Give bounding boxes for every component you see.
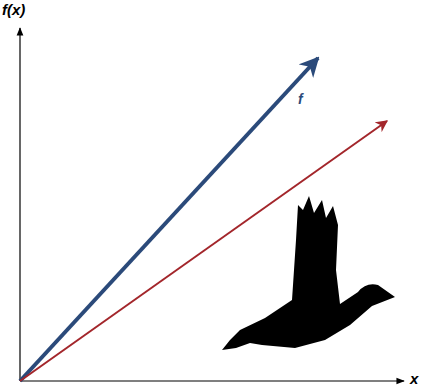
function-label: f bbox=[298, 92, 303, 107]
goose-silhouette bbox=[222, 196, 395, 350]
y-axis bbox=[19, 28, 20, 381]
x-axis bbox=[20, 380, 404, 381]
axis-label: f(x) bbox=[2, 2, 25, 19]
axis-label: x bbox=[410, 371, 418, 388]
